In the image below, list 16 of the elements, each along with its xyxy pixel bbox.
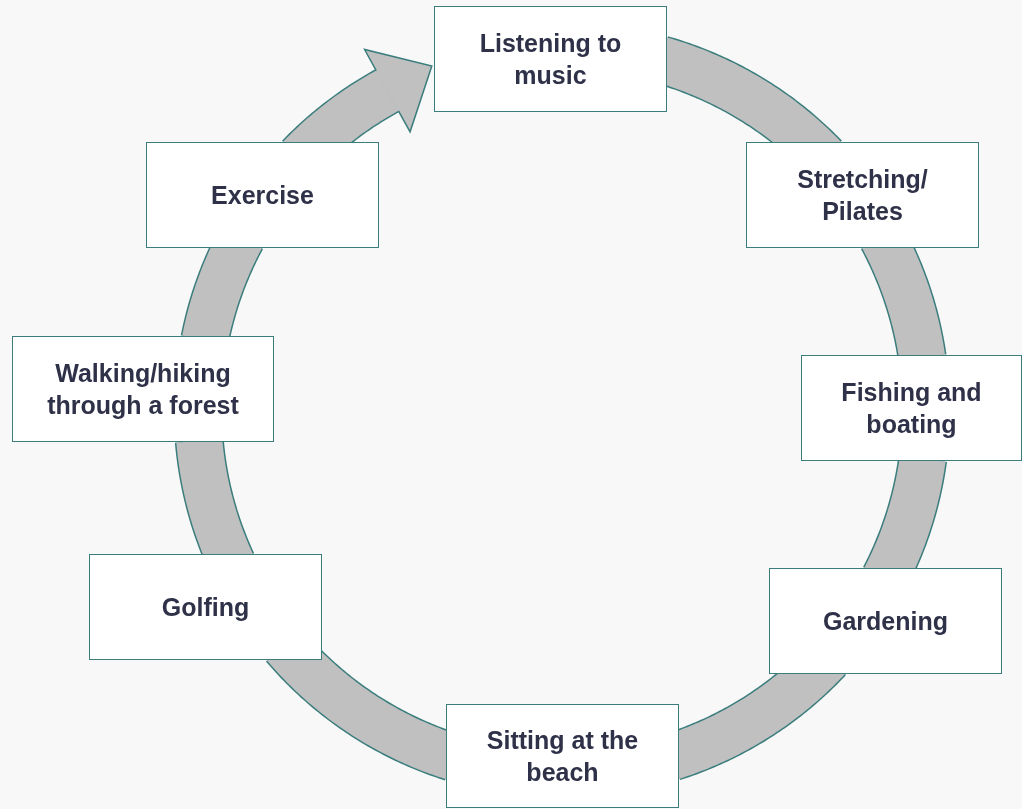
activity-box: [746, 142, 979, 248]
activity-label: Sitting at the beach: [485, 725, 640, 788]
activity-box: [89, 554, 322, 660]
activity-label: Exercise: [210, 180, 315, 211]
activity-box: [769, 568, 1002, 674]
activity-box: [146, 142, 379, 248]
activity-box: [12, 336, 274, 442]
activity-label: Stretching/ Pilates: [796, 164, 929, 227]
activity-box: [801, 355, 1022, 461]
activity-label: Listening to music: [478, 28, 623, 91]
activity-label: Walking/hiking through a forest: [46, 358, 240, 421]
activity-box: [434, 6, 667, 112]
activity-box: [446, 704, 679, 808]
activity-label: Gardening: [822, 606, 949, 637]
activity-label: Fishing and boating: [840, 377, 983, 440]
activity-label: Golfing: [160, 592, 251, 623]
